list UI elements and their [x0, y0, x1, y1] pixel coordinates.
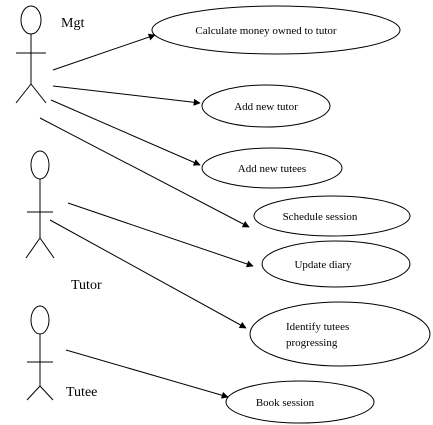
use-case-add-tutees-label: Add new tutees — [238, 163, 306, 175]
actor-mgt-leg-left — [15, 83, 32, 104]
actor-mgt-head — [20, 5, 42, 35]
use-case-add-tutor-ellipse — [201, 84, 331, 128]
use-case-diary-label: Update diary — [294, 259, 352, 271]
use-case-diary: Update diary — [261, 240, 411, 288]
use-case-book: Book session — [225, 380, 375, 424]
actor-tutor: Tutor — [25, 150, 102, 293]
association-mgt-schedule — [39, 117, 250, 228]
actor-mgt-label: Mgt — [61, 16, 84, 31]
associations — [39, 33, 254, 399]
association-mgt-add-tutees — [50, 99, 201, 166]
use-case-schedule-label: Schedule session — [283, 211, 358, 223]
use-case-add-tutor: Add new tutor — [201, 84, 331, 128]
use-case-identify-ellipse — [249, 301, 431, 367]
use-case-identify-label-line2: progressing — [286, 337, 338, 349]
actor-mgt-leg-right — [30, 83, 47, 104]
use-case-identify-label-line1: Identify tutees — [286, 321, 349, 333]
use-case-calc-label: Calculate money owned to tutor — [195, 25, 336, 37]
use-case-add-tutees-ellipse — [201, 147, 343, 189]
use-case-schedule-ellipse — [253, 195, 411, 237]
actor-tutor-leg-left — [25, 237, 41, 259]
association-tutee-book — [65, 349, 229, 399]
actor-tutor-label: Tutor — [71, 278, 102, 293]
actor-tutee-label: Tutee — [66, 385, 97, 400]
use-case-add-tutees: Add new tutees — [201, 147, 343, 189]
use-case-identify: Identify tutees progressing — [249, 301, 431, 367]
actor-tutor-head — [30, 150, 50, 180]
use-case-schedule: Schedule session — [253, 195, 411, 237]
use-case-book-label: Book session — [256, 397, 315, 409]
association-mgt-calc — [52, 33, 156, 71]
use-case-add-tutor-label: Add new tutor — [234, 101, 298, 113]
use-case-calc: Calculate money owned to tutor — [151, 5, 401, 55]
use-case-book-ellipse — [225, 380, 375, 424]
actor-tutee-leg-right — [39, 385, 54, 401]
association-tutor-diary — [67, 202, 254, 268]
association-tutor-identify — [49, 219, 247, 329]
association-mgt-add-tutor — [52, 85, 201, 106]
use-case-calc-ellipse — [151, 5, 401, 55]
use-case-diary-ellipse — [261, 240, 411, 288]
actor-mgt: Mgt — [15, 5, 84, 104]
actor-tutor-leg-right — [39, 237, 55, 259]
actor-tutee-head — [30, 305, 50, 335]
actor-tutee: Tutee — [26, 305, 97, 401]
actor-tutee-leg-left — [26, 385, 41, 401]
